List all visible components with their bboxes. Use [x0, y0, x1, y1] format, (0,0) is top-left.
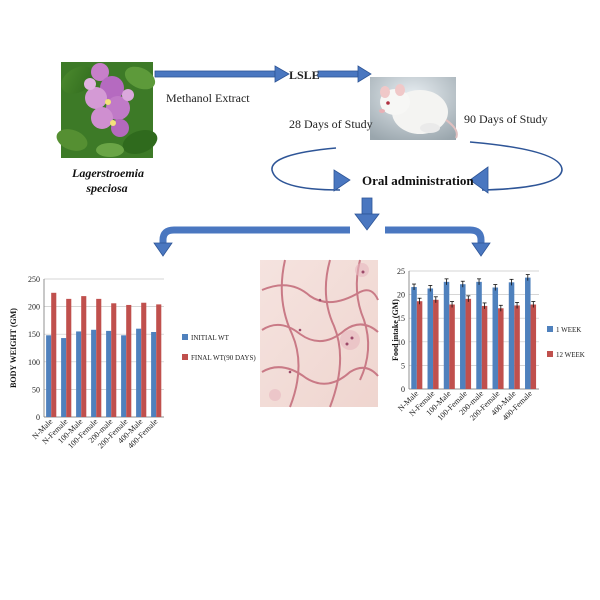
bar-series1	[151, 331, 157, 417]
legend-swatch	[547, 351, 553, 357]
plant-name-line2: speciosa	[86, 181, 128, 195]
legend-label: 12 WEEK	[556, 351, 585, 359]
y-tick-label: 250	[28, 275, 40, 284]
bar-series2	[81, 296, 87, 417]
study-90-days-label: 90 Days of Study	[464, 112, 548, 126]
legend-swatch	[182, 354, 188, 360]
bar-series1	[61, 338, 67, 417]
y-tick-label: 20	[397, 291, 405, 300]
bar-series1	[460, 284, 466, 389]
bar-series2	[449, 304, 455, 389]
y-tick-label: 15	[397, 314, 405, 323]
bar-series2	[498, 308, 504, 389]
bar-series2	[111, 303, 117, 417]
plant-name-line1: Lagerstroemia	[72, 166, 144, 180]
arrow-plant-to-lsle	[154, 65, 290, 83]
legend-label: 1 WEEK	[556, 326, 581, 334]
bar-series1	[121, 335, 127, 417]
bar-series1	[136, 328, 142, 417]
bar-series2	[416, 301, 423, 389]
lsle-label: LSLE	[289, 68, 320, 82]
arrow-lsle-to-rat	[317, 65, 372, 83]
y-tick-label: 50	[32, 385, 40, 394]
bar-series2	[465, 298, 472, 389]
y-tick-label: 150	[28, 330, 40, 339]
y-tick-label: 200	[28, 303, 40, 312]
y-tick-label: 5	[401, 361, 405, 370]
arrow-branch-right	[385, 226, 491, 257]
plant-photo	[56, 62, 158, 158]
bar-series1	[76, 331, 82, 417]
bar-series2	[481, 305, 488, 389]
legend-label: FINAL WT(90 DAYS)	[191, 354, 256, 362]
y-axis-label: BODY WEIGHT (GM)	[9, 308, 18, 388]
legend-swatch	[547, 326, 553, 332]
bar-series1	[508, 282, 515, 389]
bar-series1	[91, 329, 97, 417]
oral-administration-label: Oral administration	[362, 173, 474, 188]
plant-name: Lagerstroemia speciosa	[72, 166, 144, 196]
study-28-days-label: 28 Days of Study	[289, 117, 373, 131]
food-intake-chart: 0510152025N-MaleN-Female100-Male100-Fema…	[391, 267, 585, 422]
study-cycle-ellipse	[271, 141, 563, 194]
bar-series2	[126, 304, 132, 417]
bar-series1	[476, 281, 482, 389]
bar-series2	[51, 292, 57, 417]
y-tick-label: 0	[401, 385, 405, 394]
bar-series2	[530, 304, 537, 389]
methanol-extract-label: Methanol Extract	[166, 91, 250, 105]
bar-series2	[96, 298, 102, 417]
bar-series1	[427, 288, 434, 389]
bar-series2	[514, 305, 520, 389]
bar-series1	[106, 330, 112, 417]
body-weight-chart: 050100150200250N-MaleN-Female100-Male100…	[9, 275, 256, 450]
y-tick-label: 100	[28, 358, 40, 367]
bar-series1	[492, 287, 499, 389]
bar-series1	[46, 335, 52, 417]
y-tick-label: 0	[36, 413, 40, 422]
bar-series1	[411, 287, 417, 389]
arrow-branch-left	[153, 226, 350, 257]
legend-swatch	[182, 334, 188, 340]
legend-label: INITIAL WT	[191, 334, 230, 342]
y-tick-label: 10	[397, 338, 405, 347]
bar-series2	[433, 299, 439, 389]
bar-series1	[525, 277, 531, 389]
rat-photo	[370, 77, 458, 140]
bar-series2	[141, 302, 147, 417]
y-axis-label: Food intake (GM)	[391, 299, 400, 361]
bar-series2	[66, 298, 72, 417]
arrow-down-center	[354, 197, 380, 231]
y-tick-label: 25	[397, 267, 405, 276]
histology-image	[260, 259, 379, 408]
bar-series1	[443, 281, 450, 389]
bar-series2	[156, 304, 162, 417]
